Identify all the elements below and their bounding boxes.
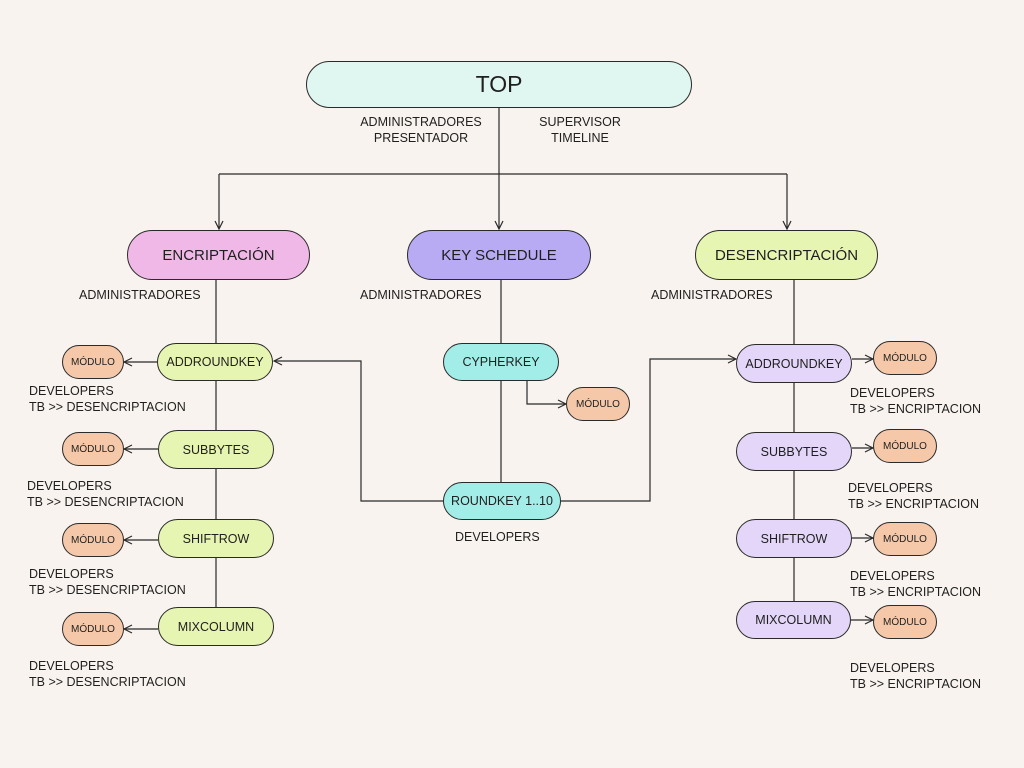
roundkey-note: DEVELOPERS (455, 530, 540, 544)
dec-subbytes-node[interactable]: SUBBYTES (736, 432, 852, 471)
top-left-roles: ADMINISTRADORES PRESENTADOR (352, 114, 490, 146)
enc-addroundkey-module[interactable]: MÓDULO (62, 345, 124, 379)
top-right-roles: SUPERVISOR TIMELINE (530, 114, 630, 146)
dec-subbytes-module[interactable]: MÓDULO (873, 429, 937, 463)
top-role-timeline: TIMELINE (551, 131, 609, 145)
dec-shiftrow-module[interactable]: MÓDULO (873, 522, 937, 556)
note-testbench: TB >> ENCRIPTACION (850, 677, 982, 691)
cypherkey-label: CYPHERKEY (462, 355, 540, 369)
note-developers: DEVELOPERS (29, 384, 114, 398)
dec-addroundkey-node[interactable]: ADDROUNDKEY (736, 344, 852, 383)
dec-shiftrow-node[interactable]: SHIFTROW (736, 519, 852, 558)
dec-shiftrow-notes: DEVELOPERS TB >> ENCRIPTACION (850, 568, 981, 600)
enc-subbytes-label: SUBBYTES (182, 442, 250, 457)
module-label: MÓDULO (71, 623, 115, 635)
module-label: MÓDULO (71, 356, 115, 368)
dec-mixcolumn-label: MIXCOLUMN (755, 613, 832, 627)
roundkey-label: ROUNDKEY 1..10 (451, 494, 553, 508)
top-role-presentador: PRESENTADOR (373, 131, 469, 145)
dec-addroundkey-module[interactable]: MÓDULO (873, 341, 937, 375)
decryption-role: ADMINISTRADORES (651, 288, 773, 302)
note-developers: DEVELOPERS (29, 659, 114, 673)
top-role-supervisor: SUPERVISOR (539, 115, 621, 129)
decryption-label: DESENCRIPTACIÓN (714, 246, 859, 264)
module-label: MÓDULO (71, 443, 115, 455)
enc-subbytes-notes: DEVELOPERS TB >> DESENCRIPTACION (27, 478, 184, 510)
enc-shiftrow-node[interactable]: SHIFTROW (158, 519, 274, 558)
note-testbench: TB >> ENCRIPTACION (850, 402, 982, 416)
enc-subbytes-node[interactable]: SUBBYTES (158, 430, 274, 469)
encryption-role: ADMINISTRADORES (79, 288, 201, 302)
dec-subbytes-notes: DEVELOPERS TB >> ENCRIPTACION (848, 480, 979, 512)
dec-mixcolumn-node[interactable]: MIXCOLUMN (736, 601, 851, 639)
cypherkey-node[interactable]: CYPHERKEY (443, 343, 559, 381)
encryption-node[interactable]: ENCRIPTACIÓN (127, 230, 310, 280)
note-testbench: TB >> ENCRIPTACION (848, 497, 980, 511)
enc-addroundkey-node[interactable]: ADDROUNDKEY (157, 343, 273, 381)
dec-shiftrow-label: SHIFTROW (760, 531, 828, 546)
note-testbench: TB >> DESENCRIPTACION (29, 400, 186, 414)
module-label: MÓDULO (883, 352, 927, 364)
enc-addroundkey-label: ADDROUNDKEY (166, 355, 264, 369)
top-node[interactable]: TOP (306, 61, 692, 108)
key-schedule-role: ADMINISTRADORES (360, 288, 482, 302)
note-developers: DEVELOPERS (850, 569, 935, 583)
dec-mixcolumn-module[interactable]: MÓDULO (873, 605, 937, 639)
note-testbench: TB >> DESENCRIPTACION (29, 675, 186, 689)
dec-mixcolumn-notes: DEVELOPERS TB >> ENCRIPTACION (850, 660, 981, 692)
key-schedule-label: KEY SCHEDULE (441, 246, 557, 264)
module-label: MÓDULO (883, 616, 927, 628)
enc-shiftrow-label: SHIFTROW (182, 531, 250, 546)
enc-mixcolumn-label: MIXCOLUMN (177, 619, 255, 634)
enc-mixcolumn-node[interactable]: MIXCOLUMN (158, 607, 274, 646)
note-developers: DEVELOPERS (27, 479, 112, 493)
module-label: MÓDULO (883, 440, 927, 452)
module-label: MÓDULO (576, 398, 620, 410)
note-testbench: TB >> DESENCRIPTACION (29, 583, 186, 597)
note-developers: DEVELOPERS (850, 386, 935, 400)
enc-shiftrow-module[interactable]: MÓDULO (62, 523, 124, 557)
note-developers: DEVELOPERS (848, 481, 933, 495)
module-label: MÓDULO (883, 533, 927, 545)
cypherkey-module[interactable]: MÓDULO (566, 387, 630, 421)
enc-shiftrow-notes: DEVELOPERS TB >> DESENCRIPTACION (29, 566, 186, 598)
key-schedule-node[interactable]: KEY SCHEDULE (407, 230, 591, 280)
dec-addroundkey-label: ADDROUNDKEY (745, 356, 843, 371)
dec-subbytes-label: SUBBYTES (760, 444, 828, 459)
enc-addroundkey-notes: DEVELOPERS TB >> DESENCRIPTACION (29, 383, 186, 415)
enc-mixcolumn-module[interactable]: MÓDULO (62, 612, 124, 646)
encryption-label: ENCRIPTACIÓN (162, 246, 275, 264)
note-testbench: TB >> DESENCRIPTACION (27, 495, 184, 509)
roundkey-node[interactable]: ROUNDKEY 1..10 (443, 482, 561, 520)
note-developers: DEVELOPERS (850, 661, 935, 675)
dec-addroundkey-notes: DEVELOPERS TB >> ENCRIPTACION (850, 385, 981, 417)
decryption-node[interactable]: DESENCRIPTACIÓN (695, 230, 878, 280)
enc-mixcolumn-notes: DEVELOPERS TB >> DESENCRIPTACION (29, 658, 186, 690)
top-label: TOP (475, 71, 523, 97)
module-label: MÓDULO (71, 534, 115, 546)
note-developers: DEVELOPERS (29, 567, 114, 581)
note-testbench: TB >> ENCRIPTACION (850, 585, 982, 599)
enc-subbytes-module[interactable]: MÓDULO (62, 432, 124, 466)
top-role-administradores: ADMINISTRADORES (360, 115, 482, 129)
